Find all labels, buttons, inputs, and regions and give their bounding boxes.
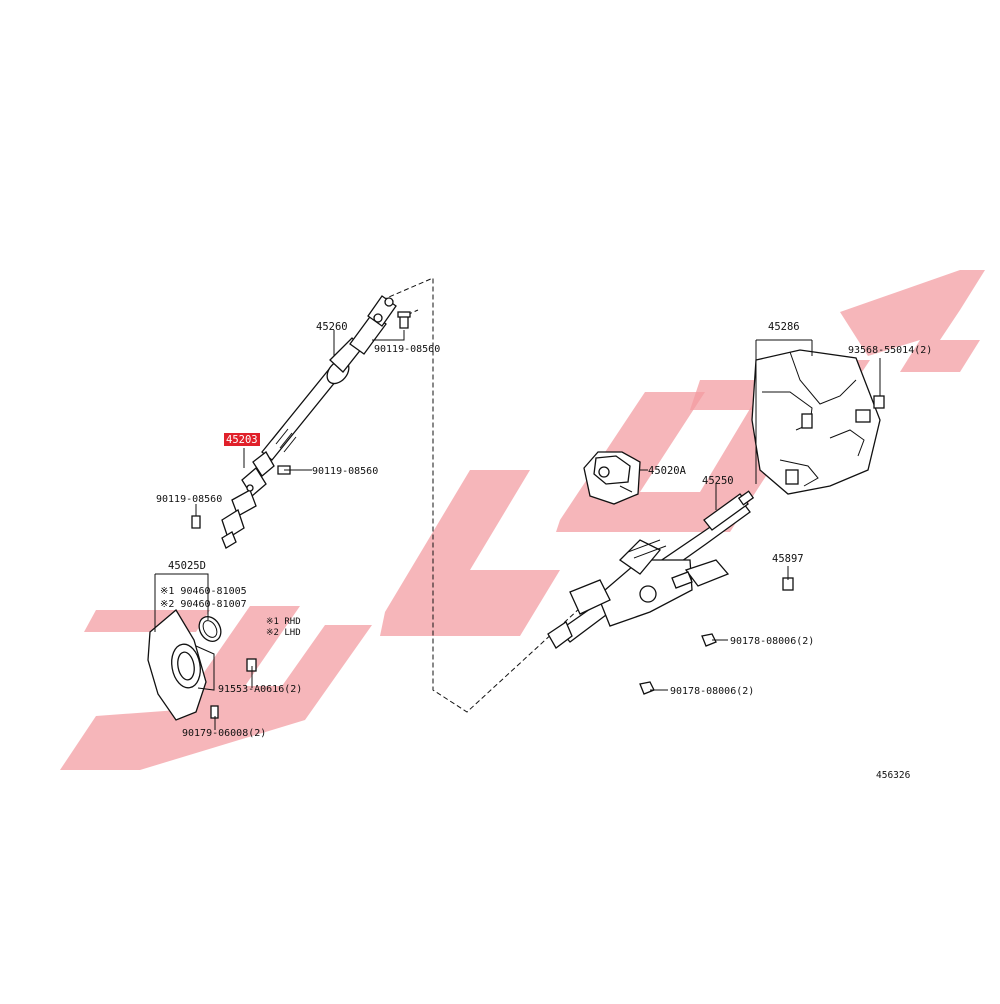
label-45286: 45286 <box>768 321 800 333</box>
lower-joint-45203 <box>221 451 275 549</box>
highlight-box <box>224 433 260 446</box>
steering-column-45250 <box>547 490 755 649</box>
nut-icon <box>639 681 655 695</box>
part-labels: 45260 90119-08560 45203 90119-08560 9011… <box>156 321 932 781</box>
column-cover-45286 <box>751 349 881 495</box>
bolt-icon <box>397 311 411 329</box>
leader-lines <box>154 330 881 730</box>
lock-assembly-45020A <box>583 451 641 505</box>
label-45250: 45250 <box>702 475 734 487</box>
label-93568: 93568-55014(2) <box>848 345 932 356</box>
bolt-icon <box>191 515 201 529</box>
label-90178-b: 90178-08006(2) <box>670 686 754 697</box>
label-90178-a: 90178-08006(2) <box>730 636 814 647</box>
label-rhd: ※1 RHD <box>266 617 301 627</box>
label-note1: ※1 90460-81005 <box>160 586 247 597</box>
label-45897: 45897 <box>772 553 804 565</box>
label-note2: ※2 90460-81007 <box>160 599 247 610</box>
label-bolt-mid: 90119-08560 <box>312 466 378 477</box>
label-lhd: ※2 LHD <box>266 628 301 638</box>
intermediate-shaft-45260 <box>261 295 397 461</box>
label-bolt-left: 90119-08560 <box>156 494 222 505</box>
label-90179: 90179-06008(2) <box>182 728 266 739</box>
screw-icon <box>873 395 885 409</box>
nut-icon <box>701 633 717 647</box>
label-45260: 45260 <box>316 321 348 333</box>
label-bolt-top: 90119-08560 <box>374 344 440 355</box>
label-45020A: 45020A <box>648 465 687 477</box>
figure-number: 456326 <box>876 770 911 781</box>
label-45025D: 45025D <box>168 560 206 572</box>
hole-cover-45025D <box>147 609 222 721</box>
label-45203: 45203 <box>226 434 258 446</box>
label-91553: 91553-A0616(2) <box>218 684 302 695</box>
